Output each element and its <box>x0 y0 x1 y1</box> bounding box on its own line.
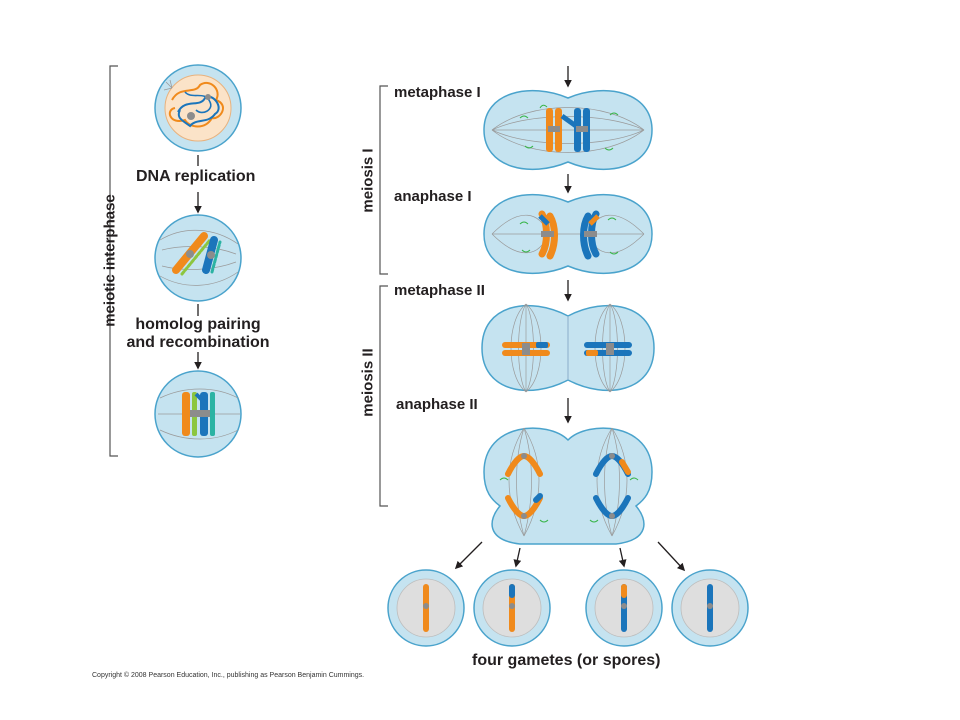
interphase-cell <box>154 64 242 152</box>
anaphase-1-cell <box>483 193 653 275</box>
meiosis-2-label: meiosis II <box>359 348 377 417</box>
anaphase-2-label: anaphase II <box>396 396 478 413</box>
meiosis-1-bracket <box>379 85 388 275</box>
metaphase-2-label: metaphase II <box>394 282 485 299</box>
metaphase-1-cell <box>483 89 653 171</box>
meiosis-1-label: meiosis I <box>359 148 377 213</box>
meiosis-2-bracket <box>379 285 388 507</box>
anaphase-2-cell <box>483 427 653 545</box>
arrow-to-gamete-3 <box>618 547 627 568</box>
meiotic-interphase-label: meiotic interphase <box>101 194 119 327</box>
gamete-1 <box>387 569 465 647</box>
homolog-pairing-label: homolog pairing and recombination <box>120 316 276 352</box>
paired-homologs-cell <box>154 370 242 458</box>
homolog-pairing-line-1: homolog pairing <box>135 316 261 333</box>
anaphase-1-label: anaphase I <box>394 188 472 205</box>
metaphase-1-label: metaphase I <box>394 84 481 101</box>
gamete-3 <box>585 569 663 647</box>
arrow-to-gamete-2 <box>513 547 522 568</box>
metaphase-2-cell <box>481 303 655 393</box>
replicated-chromosomes-cell <box>154 214 242 302</box>
dna-replication-label: DNA replication <box>136 168 256 185</box>
arrow-to-gamete-4 <box>657 541 686 572</box>
gamete-4 <box>671 569 749 647</box>
copyright-notice: Copyright © 2008 Pearson Education, Inc.… <box>92 672 365 679</box>
gamete-2 <box>473 569 551 647</box>
interphase-bracket <box>109 65 118 457</box>
gametes-label: four gametes (or spores) <box>472 652 661 669</box>
arrow-to-gamete-1 <box>454 541 483 570</box>
homolog-pairing-line-2: and recombination <box>126 334 270 351</box>
